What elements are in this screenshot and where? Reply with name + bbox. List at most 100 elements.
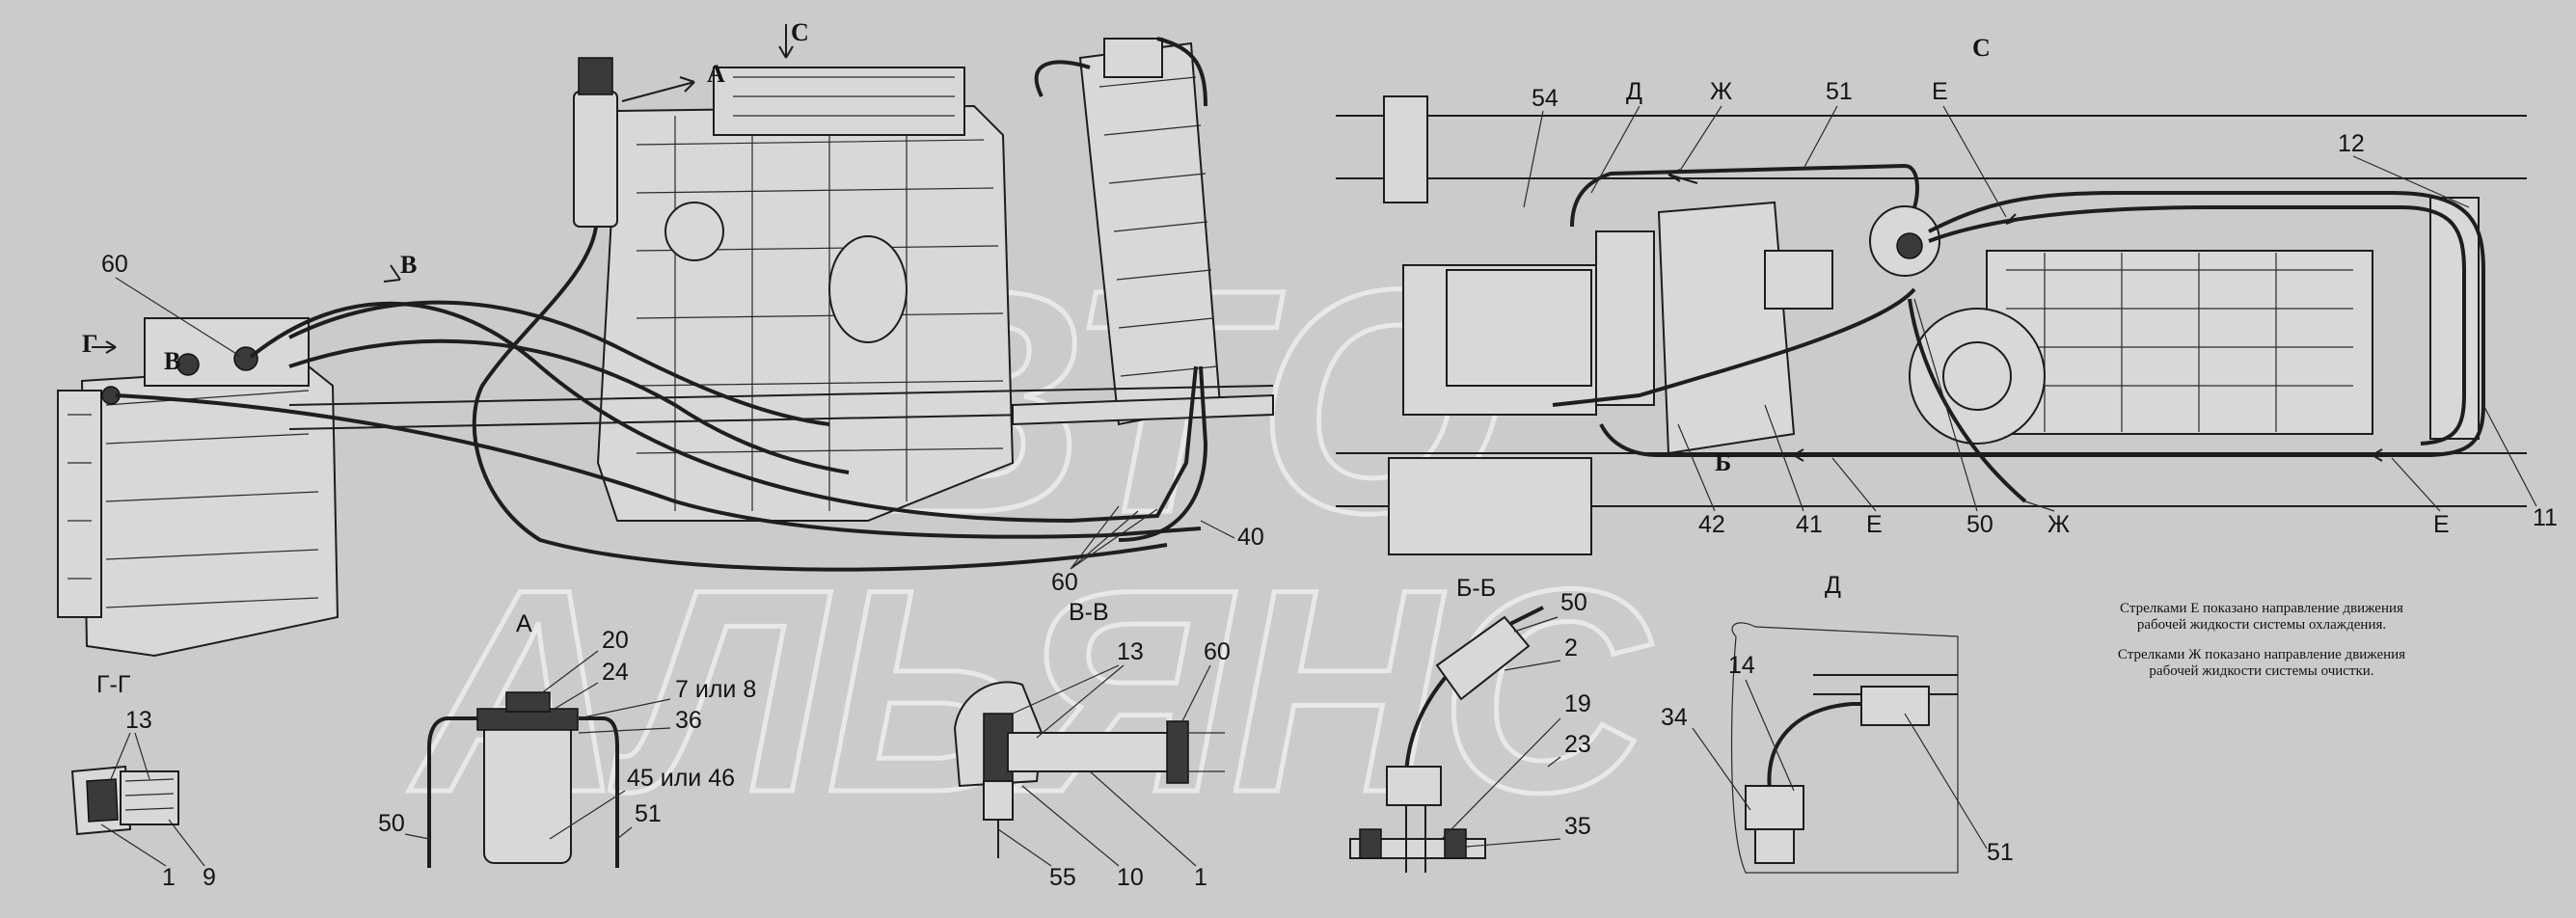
hose-e-upper <box>1552 287 1916 407</box>
gearbox-top-cover <box>144 317 310 387</box>
callout-bb-19: 19 <box>1564 690 1591 717</box>
bracket-left-bottom <box>1388 457 1592 555</box>
d-nut-upper <box>1860 686 1930 726</box>
gearbox-body <box>80 364 339 658</box>
callout-a-51: 51 <box>635 800 662 827</box>
callout-bb-50: 50 <box>1560 589 1587 616</box>
view-c-top: С 54 Д Ж 51 Е <box>1336 34 2558 555</box>
callout-40: 40 <box>1237 524 1264 551</box>
label-view-c: С <box>791 18 809 46</box>
hose-main-upper <box>249 301 1198 524</box>
view-c-arrow <box>778 24 794 59</box>
callout-gg-1: 1 <box>162 864 176 891</box>
callout-a-7or8: 7 или 8 <box>675 676 756 703</box>
hose-e-inner <box>1928 205 2466 446</box>
callout-vv-60: 60 <box>1204 638 1231 665</box>
watermark-line2: АЛЬЯНС <box>406 528 1652 852</box>
watermark: АВТО АЛЬЯНС <box>403 221 1654 855</box>
callout-vv-55: 55 <box>1049 864 1076 891</box>
bb-nut <box>1386 766 1442 806</box>
oil-filter <box>828 235 908 343</box>
callout-a-50: 50 <box>378 810 405 837</box>
view-a-filter: А 20 24 7 или 8 36 45 или 46 50 51 <box>378 610 756 868</box>
callout-51-top: 51 <box>1826 78 1853 105</box>
vv-clamp <box>1166 720 1189 784</box>
callout-e-mid: Е <box>1866 511 1883 538</box>
note-line1: Стрелками Е показано направление движени… <box>2120 601 2403 616</box>
d-nut-lower <box>1745 785 1804 830</box>
callout-12: 12 <box>2338 130 2365 157</box>
hose-main-lower <box>115 393 1202 539</box>
label-view-g: Г <box>82 330 98 358</box>
hose-zh <box>1570 163 1919 228</box>
callout-a-24: 24 <box>602 659 629 686</box>
callout-60-left: 60 <box>101 251 128 278</box>
title-view-d: Д <box>1825 572 1841 599</box>
view-a-arrow <box>621 76 695 102</box>
callout-a-20: 20 <box>602 627 629 654</box>
d-hose <box>1767 702 1910 792</box>
flywheel-housing <box>1657 201 1796 455</box>
callout-a-36: 36 <box>675 707 702 734</box>
fine-filter <box>573 91 618 228</box>
flow-arrow-b <box>383 264 401 283</box>
engine-module <box>1764 250 1833 310</box>
hose-filter-down <box>472 226 1168 572</box>
title-view-c: С <box>1972 34 1991 62</box>
callout-41: 41 <box>1796 511 1823 538</box>
frame-rail <box>1012 393 1274 426</box>
arrow-e-top <box>2005 213 2026 225</box>
callout-gg-13: 13 <box>125 707 152 734</box>
callout-d-51: 51 <box>1987 839 2014 866</box>
callout-42: 42 <box>1698 511 1725 538</box>
section-b-b: Б-Б 50 2 19 23 35 <box>1349 575 1591 873</box>
main-side-view: А С В В Г 60 40 60 <box>57 18 1274 658</box>
hose-cross <box>288 338 850 474</box>
hose-radiator-return <box>1118 365 1208 542</box>
callout-bb-2: 2 <box>1564 634 1578 662</box>
callout-e-right: Е <box>2433 511 2450 538</box>
callout-11: 11 <box>2533 504 2558 531</box>
callout-d-34: 34 <box>1661 704 1688 731</box>
note-line2: рабочей жидкости системы охлаждения. <box>2137 617 2386 633</box>
clutch-housing <box>1595 230 1655 406</box>
callout-b-arrow: Б <box>1715 448 1731 476</box>
title-view-a: А <box>516 610 532 637</box>
view-g-arrow <box>92 340 117 354</box>
arrow-e-bottom <box>1793 448 1813 462</box>
fitting-60 <box>233 346 258 371</box>
fitting-b-left <box>176 353 200 376</box>
callout-vv-13: 13 <box>1117 638 1144 665</box>
title-b-b: Б-Б <box>1456 575 1496 602</box>
callout-vv-10: 10 <box>1117 864 1144 891</box>
callout-bb-23: 23 <box>1564 731 1591 758</box>
engine-pulley <box>664 202 724 261</box>
filter-hose-in <box>427 716 477 868</box>
gearbox-flange <box>57 390 102 618</box>
hose-e-main <box>1599 191 2485 457</box>
callout-54: 54 <box>1532 85 1559 112</box>
section-g-g: Г-Г 13 1 9 <box>70 671 216 891</box>
radiator-cap <box>1103 38 1163 78</box>
hose-b-arc <box>288 300 830 426</box>
callout-gg-9: 9 <box>203 864 216 891</box>
bracket-left-top <box>1383 95 1428 203</box>
filter-bowl <box>483 717 572 864</box>
callout-bb-35: 35 <box>1564 813 1591 840</box>
label-view-b-arc: В <box>400 251 417 279</box>
hose-rear <box>1034 37 1207 107</box>
engine-block-top <box>1986 250 2373 435</box>
notes: Стрелками Е показано направление движени… <box>2118 601 2405 679</box>
engine-head <box>713 67 965 136</box>
section-v-v: В-В 13 60 55 10 1 <box>953 599 1231 891</box>
bb-sleeve <box>1435 615 1531 701</box>
fine-filter-head <box>578 57 613 95</box>
view-d: Д 14 34 51 <box>1661 572 2014 874</box>
label-view-b-left: В <box>164 347 180 375</box>
callout-a-45or46: 45 или 46 <box>627 765 735 792</box>
label-view-a: А <box>707 60 725 88</box>
filter-hose-out <box>579 716 619 868</box>
engine-block <box>596 104 1015 522</box>
